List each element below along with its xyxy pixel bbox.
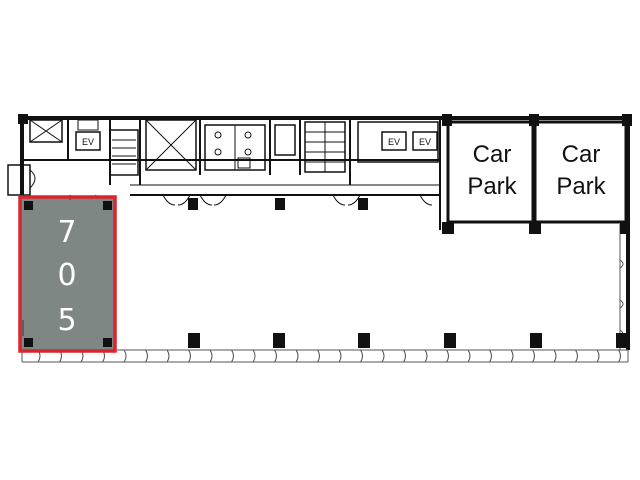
- window-marker: [252, 349, 256, 363]
- window-marker: [145, 349, 148, 363]
- unit-column-tl: [24, 201, 33, 210]
- window-marker: [188, 349, 191, 363]
- structural-columns: [18, 114, 632, 348]
- window-marker: [467, 349, 471, 363]
- unit-digit-1: 7: [57, 215, 76, 250]
- window-marker: [381, 349, 385, 363]
- window-band-right: [619, 224, 624, 350]
- elevator-1-label: EV: [82, 137, 94, 147]
- corridor-doors: [69, 194, 433, 206]
- car-park-2-line1: Car: [562, 141, 601, 168]
- unit-digit-2: 0: [57, 258, 76, 293]
- window-marker: [295, 349, 299, 363]
- unit-column-tr: [103, 201, 112, 210]
- elevator-3: EV: [381, 131, 407, 151]
- window-marker: [489, 349, 492, 363]
- window-marker: [575, 349, 578, 363]
- elevator-1: EV: [75, 131, 101, 151]
- unit-column-bl: [24, 338, 33, 347]
- unit-digit-3: 5: [57, 303, 76, 338]
- window-marker: [360, 349, 363, 363]
- elevator-3-label: EV: [388, 137, 400, 147]
- window-marker: [510, 349, 514, 363]
- elevator-4-label: EV: [419, 137, 431, 147]
- window-marker: [317, 349, 320, 363]
- car-park-2-line2: Park: [556, 173, 606, 200]
- unit-705-highlight[interactable]: [18, 195, 117, 353]
- car-park-area: Car Park Car Park: [446, 120, 628, 224]
- elevator-2: [77, 119, 99, 131]
- window-marker: [446, 349, 449, 363]
- unit-705[interactable]: 7 0 5: [18, 195, 117, 353]
- core-area: [7, 118, 441, 230]
- car-park-1-line1: Car: [473, 141, 512, 168]
- window-marker: [274, 349, 277, 363]
- window-marker: [532, 349, 535, 363]
- window-marker: [553, 349, 557, 363]
- car-park-1-line2: Park: [467, 173, 517, 200]
- window-marker: [424, 349, 428, 363]
- window-marker: [166, 349, 170, 363]
- window-marker: [209, 349, 213, 363]
- window-marker: [338, 349, 342, 363]
- window-marker: [123, 349, 127, 363]
- unit-column-br: [103, 338, 112, 347]
- car-park-1: Car Park: [467, 141, 517, 200]
- window-marker: [596, 349, 600, 363]
- window-markers: [37, 349, 621, 363]
- elevator-group: EV EV EV: [75, 119, 438, 151]
- window-marker: [618, 349, 621, 363]
- window-marker: [403, 349, 406, 363]
- elevator-4: EV: [412, 131, 438, 151]
- car-park-2: Car Park: [556, 141, 606, 200]
- window-marker: [231, 349, 234, 363]
